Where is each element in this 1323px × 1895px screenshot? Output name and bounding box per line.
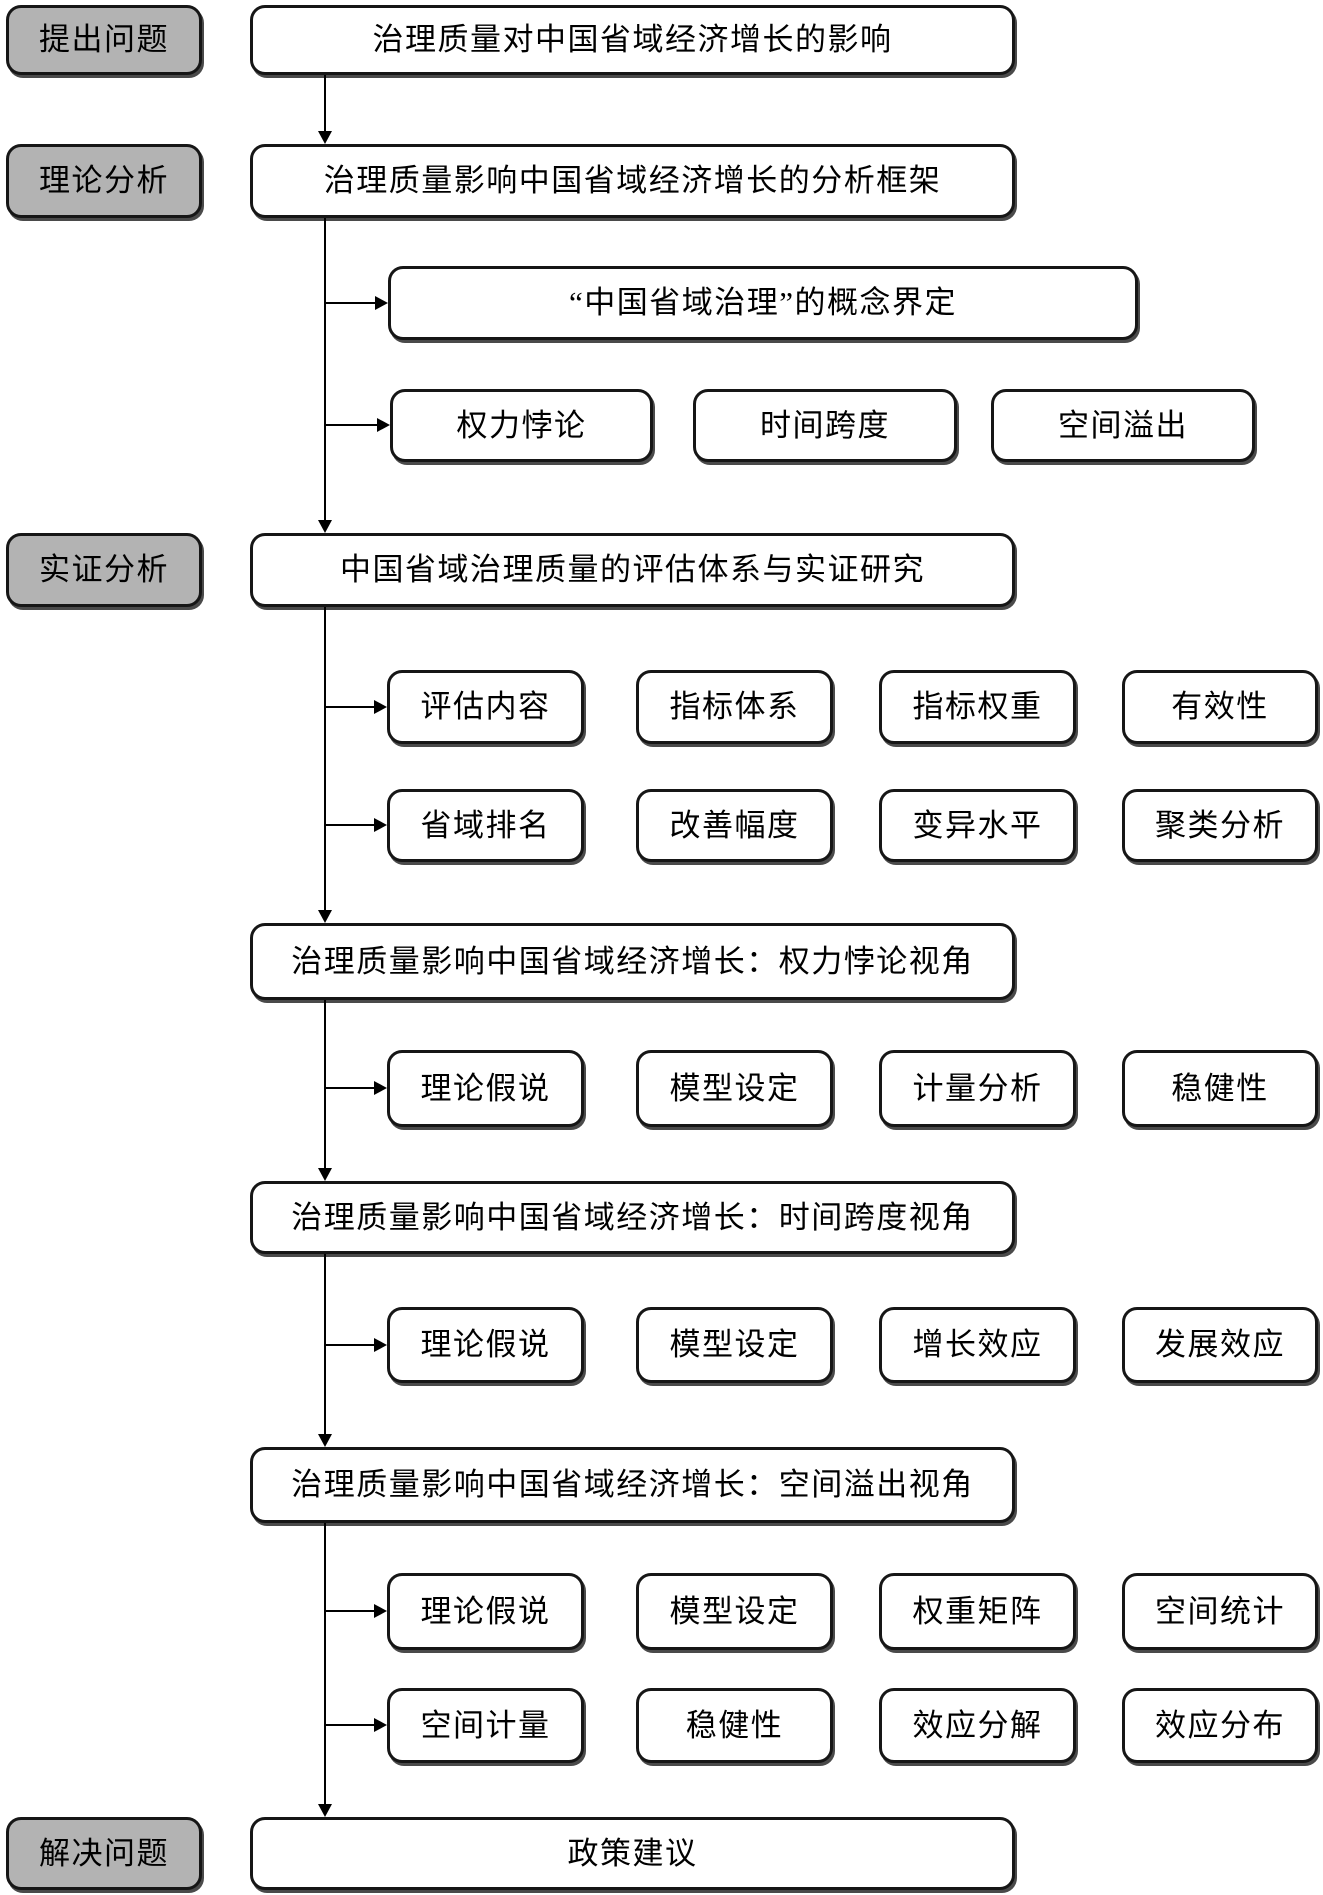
node-sp-econometrics: 空间计量 bbox=[387, 1688, 584, 1763]
branch-line-mechanisms bbox=[325, 424, 377, 426]
node-validity: 有效性 bbox=[1122, 670, 1318, 744]
node-sp-robustness: 稳健性 bbox=[636, 1688, 833, 1763]
arrowhead-right-mechanisms bbox=[377, 418, 390, 432]
node-power-paradox: 权力悖论 bbox=[390, 389, 653, 462]
node-eval-content: 评估内容 bbox=[387, 670, 584, 744]
arrowhead-right-space-row2 bbox=[374, 1718, 387, 1732]
connector-evaluation-to-power bbox=[324, 607, 326, 910]
branch-line-space-row1 bbox=[325, 1610, 374, 1612]
connector-space-to-policy bbox=[324, 1523, 326, 1804]
node-cluster-analysis: 聚类分析 bbox=[1122, 789, 1318, 862]
node-research-question: 治理质量对中国省域经济增长的影响 bbox=[250, 5, 1015, 75]
node-time-span-perspective: 治理质量影响中国省域经济增长：时间跨度视角 bbox=[250, 1181, 1015, 1254]
node-sp-effect-distribution: 效应分布 bbox=[1122, 1688, 1318, 1763]
node-concept-definition: “中国省域治理”的概念界定 bbox=[388, 266, 1138, 340]
node-pp-econometrics: 计量分析 bbox=[879, 1050, 1076, 1127]
arrowhead-down-space bbox=[318, 1434, 332, 1447]
node-ts-model: 模型设定 bbox=[636, 1307, 833, 1383]
node-pp-robustness: 稳健性 bbox=[1122, 1050, 1318, 1127]
node-ts-development-effect: 发展效应 bbox=[1122, 1307, 1318, 1383]
node-sp-weight-matrix: 权重矩阵 bbox=[879, 1573, 1076, 1650]
branch-line-concept bbox=[325, 302, 375, 304]
branch-line-eval-row2 bbox=[325, 824, 374, 826]
node-analysis-framework: 治理质量影响中国省域经济增长的分析框架 bbox=[250, 144, 1015, 218]
node-sp-hypothesis: 理论假说 bbox=[387, 1573, 584, 1650]
stage-solve-problem: 解决问题 bbox=[6, 1817, 202, 1890]
node-sp-model: 模型设定 bbox=[636, 1573, 833, 1650]
node-sp-statistics: 空间统计 bbox=[1122, 1573, 1318, 1650]
node-time-span: 时间跨度 bbox=[693, 389, 957, 462]
arrowhead-down-policy bbox=[318, 1804, 332, 1817]
node-pp-model: 模型设定 bbox=[636, 1050, 833, 1127]
connector-question-to-framework bbox=[324, 75, 326, 131]
node-sp-effect-decomposition: 效应分解 bbox=[879, 1688, 1076, 1763]
stage-raise-problem: 提出问题 bbox=[6, 5, 202, 75]
arrowhead-down-time bbox=[318, 1168, 332, 1181]
arrowhead-right-concept bbox=[375, 296, 388, 310]
arrowhead-right-power-row bbox=[374, 1081, 387, 1095]
arrowhead-down-framework bbox=[318, 131, 332, 144]
branch-line-time-row bbox=[325, 1344, 374, 1346]
node-spatial-perspective: 治理质量影响中国省域经济增长：空间溢出视角 bbox=[250, 1447, 1015, 1523]
branch-line-space-row2 bbox=[325, 1724, 374, 1726]
node-ts-hypothesis: 理论假说 bbox=[387, 1307, 584, 1383]
connector-framework-to-evaluation bbox=[324, 218, 326, 520]
branch-line-power-row bbox=[325, 1087, 374, 1089]
arrowhead-right-eval-row1 bbox=[374, 700, 387, 714]
node-power-paradox-perspective: 治理质量影响中国省域经济增长：权力悖论视角 bbox=[250, 923, 1015, 1000]
stage-empirical-analysis: 实证分析 bbox=[6, 533, 202, 607]
node-spatial-spillover: 空间溢出 bbox=[991, 389, 1255, 462]
node-ts-growth-effect: 增长效应 bbox=[879, 1307, 1076, 1383]
stage-theoretical-analysis: 理论分析 bbox=[6, 144, 202, 218]
arrowhead-right-time-row bbox=[374, 1338, 387, 1352]
node-province-ranking: 省域排名 bbox=[387, 789, 584, 862]
node-variation-level: 变异水平 bbox=[879, 789, 1076, 862]
node-improvement-range: 改善幅度 bbox=[636, 789, 833, 862]
connector-power-to-time bbox=[324, 1000, 326, 1168]
arrowhead-down-power bbox=[318, 910, 332, 923]
node-indicator-system: 指标体系 bbox=[636, 670, 833, 744]
arrowhead-down-evaluation bbox=[318, 520, 332, 533]
node-pp-hypothesis: 理论假说 bbox=[387, 1050, 584, 1127]
branch-line-eval-row1 bbox=[325, 706, 374, 708]
node-policy-recommendation: 政策建议 bbox=[250, 1817, 1015, 1890]
arrowhead-right-space-row1 bbox=[374, 1604, 387, 1618]
arrowhead-right-eval-row2 bbox=[374, 818, 387, 832]
node-indicator-weight: 指标权重 bbox=[879, 670, 1076, 744]
node-evaluation-system: 中国省域治理质量的评估体系与实证研究 bbox=[250, 533, 1015, 607]
